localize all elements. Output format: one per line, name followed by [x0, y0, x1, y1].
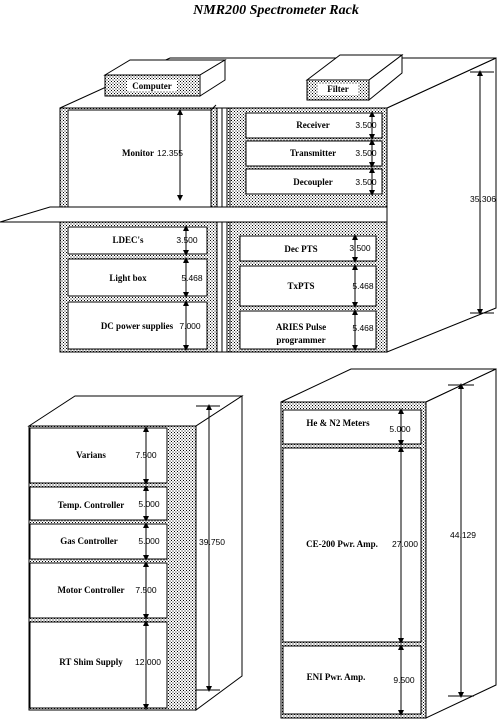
computer-label: Computer — [132, 81, 172, 91]
receiver-dim: 3.500 — [355, 120, 377, 130]
aries-label-line2: programmer — [276, 335, 325, 345]
eni-amp-dim: 9.500 — [393, 675, 415, 685]
ce200-amp-dim: 27.000 — [392, 539, 418, 549]
monitor-bay — [67, 109, 212, 211]
motor-controller-dim: 7.500 — [135, 585, 157, 595]
motor-controller-label: Motor Controller — [58, 585, 125, 595]
light-box-label: Light box — [109, 273, 147, 283]
varians-dim: 7.500 — [135, 450, 157, 460]
he-n2-meters-dim: 5.000 — [389, 424, 411, 434]
aries-dim: 5.468 — [352, 323, 374, 333]
transmitter-module — [245, 140, 383, 167]
bottom-left-rack: Varians 7.500 Temp. Controller 5.000 Gas… — [27, 395, 244, 711]
gas-controller-dim: 5.000 — [138, 536, 160, 546]
dc-power-label: DC power supplies — [101, 321, 174, 331]
bl-rack-total-dim: 39.750 — [199, 537, 225, 547]
eni-amp-label: ENI Pwr. Amp. — [307, 672, 366, 682]
diagram-title: NMR200 Spectrometer Rack — [192, 3, 359, 18]
ldecs-dim: 3.500 — [176, 235, 198, 245]
bl-rack-side-face — [195, 395, 243, 711]
light-box-dim: 5.468 — [181, 273, 203, 283]
top-rack-total-dim: 35.306 — [470, 194, 496, 204]
monitor-dim: 12.355 — [157, 148, 183, 158]
receiver-module — [245, 112, 383, 139]
decoupler-dim: 3.500 — [355, 177, 377, 187]
dec-pts-dim: 3.500 — [349, 243, 371, 253]
transmitter-label: Transmitter — [290, 148, 336, 158]
table-shelf — [0, 206, 388, 223]
temp-controller-dim: 5.000 — [138, 499, 160, 509]
gas-controller-label: Gas Controller — [60, 536, 118, 546]
filter-label: Filter — [327, 84, 349, 94]
he-n2-meters-label: He & N2 Meters — [306, 418, 370, 428]
br-rack-total-dim: 44.129 — [450, 530, 476, 540]
ldecs-label: LDEC's — [112, 235, 144, 245]
temp-controller-label: Temp. Controller — [58, 500, 125, 510]
rt-shim-label: RT Shim Supply — [59, 657, 123, 667]
bottom-right-rack: He & N2 Meters 5.000 CE-200 Pwr. Amp. 27… — [280, 368, 497, 719]
varians-label: Varians — [76, 450, 106, 460]
decoupler-label: Decoupler — [293, 177, 333, 187]
rt-shim-dim: 12.000 — [135, 657, 161, 667]
monitor-label: Monitor — [122, 148, 154, 158]
dc-power-dim: 7.000 — [179, 321, 201, 331]
tx-pts-label: TxPTS — [287, 281, 314, 291]
top-rack: Monitor 12.355 Receiver 3.500 Transmitte… — [0, 53, 497, 353]
receiver-label: Receiver — [296, 120, 329, 130]
ce200-amp-label: CE-200 Pwr. Amp. — [306, 539, 378, 549]
aries-label-line1: ARIES Pulse — [276, 322, 326, 332]
dec-pts-label: Dec PTS — [284, 244, 317, 254]
decoupler-module — [245, 168, 383, 195]
tx-pts-dim: 5.468 — [352, 281, 374, 291]
transmitter-dim: 3.500 — [355, 148, 377, 158]
